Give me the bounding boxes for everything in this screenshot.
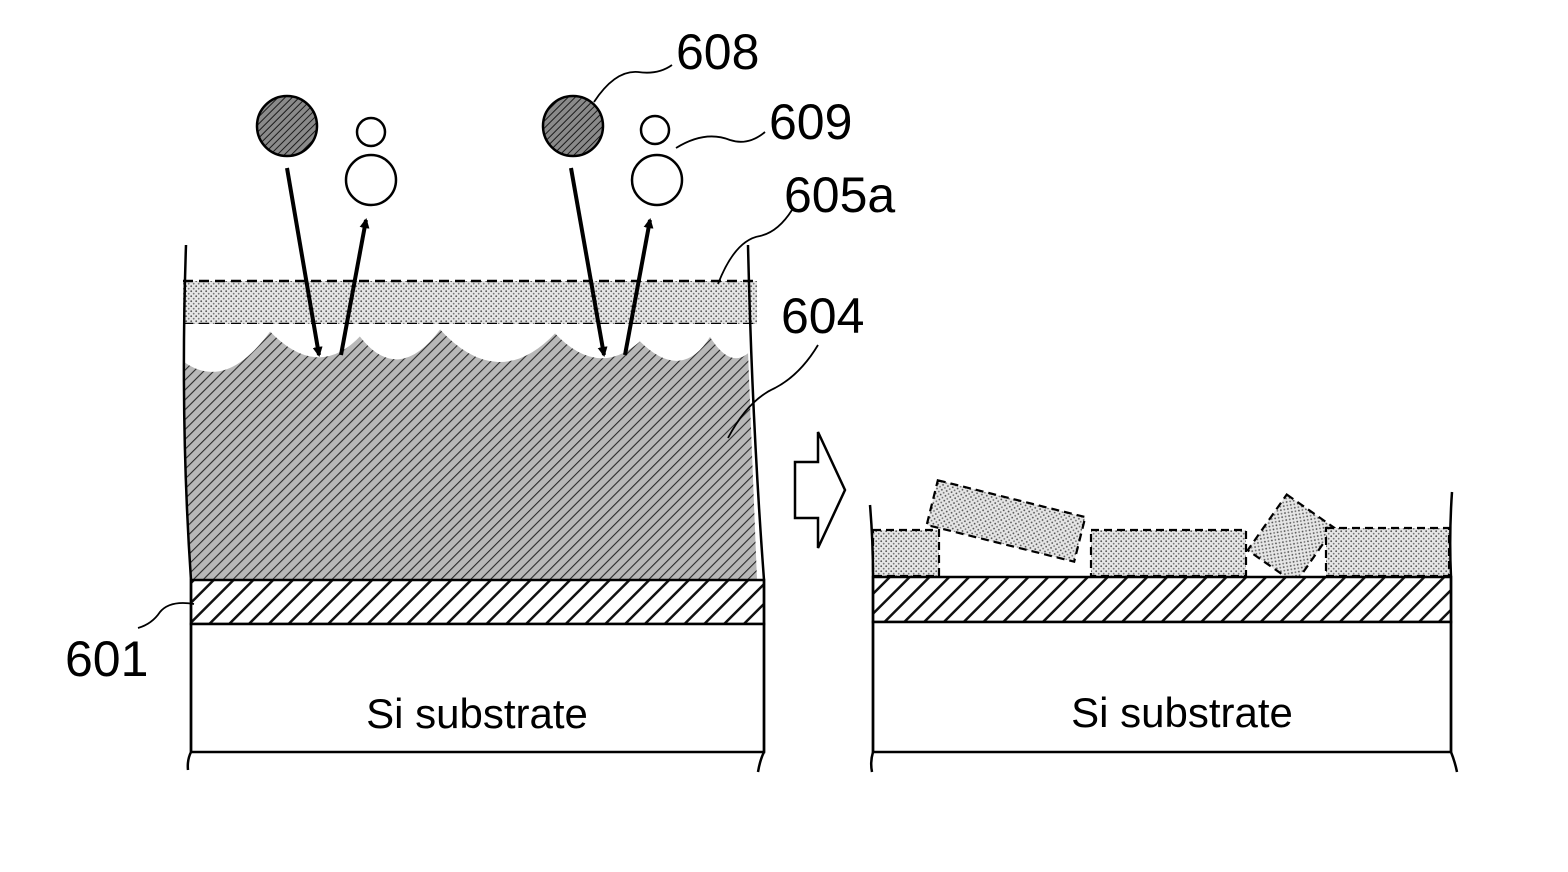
right-panel-right-edge bbox=[1450, 492, 1457, 772]
ref-608: 608 bbox=[676, 24, 759, 80]
ref-604: 604 bbox=[781, 288, 864, 344]
large-sputtered-particle-right bbox=[632, 155, 682, 205]
left-substrate-label: Si substrate bbox=[366, 690, 588, 737]
ion-particle-608-right bbox=[543, 96, 603, 156]
transition-arrow bbox=[795, 432, 845, 548]
ref-609: 609 bbox=[769, 94, 852, 150]
film-605a-layer bbox=[183, 281, 757, 324]
left-panel: Si substrate bbox=[183, 96, 764, 772]
ion-particle-608-left bbox=[257, 96, 317, 156]
film-fragment-1 bbox=[873, 530, 939, 576]
ref-605a: 605a bbox=[784, 167, 895, 223]
large-sputtered-particle-left bbox=[346, 155, 396, 205]
small-sputtered-particle-left bbox=[357, 118, 385, 146]
leader-609 bbox=[676, 132, 765, 148]
bulk-layer-604 bbox=[183, 328, 757, 580]
leader-601 bbox=[138, 603, 194, 628]
film-fragment-4-tilted bbox=[1248, 495, 1335, 584]
ref-601: 601 bbox=[65, 631, 148, 687]
right-panel: Si substrate bbox=[870, 480, 1457, 772]
layer-601 bbox=[191, 580, 764, 624]
film-fragment-5 bbox=[1326, 528, 1449, 576]
film-fragment-3 bbox=[1091, 530, 1246, 576]
right-panel-left-edge bbox=[870, 505, 873, 772]
leader-605a bbox=[718, 210, 792, 284]
leader-608 bbox=[594, 65, 672, 102]
film-fragment-2-tilted bbox=[927, 480, 1086, 561]
right-hatched-layer bbox=[873, 577, 1451, 622]
right-substrate-label: Si substrate bbox=[1071, 689, 1293, 736]
small-sputtered-particle-right bbox=[641, 116, 669, 144]
